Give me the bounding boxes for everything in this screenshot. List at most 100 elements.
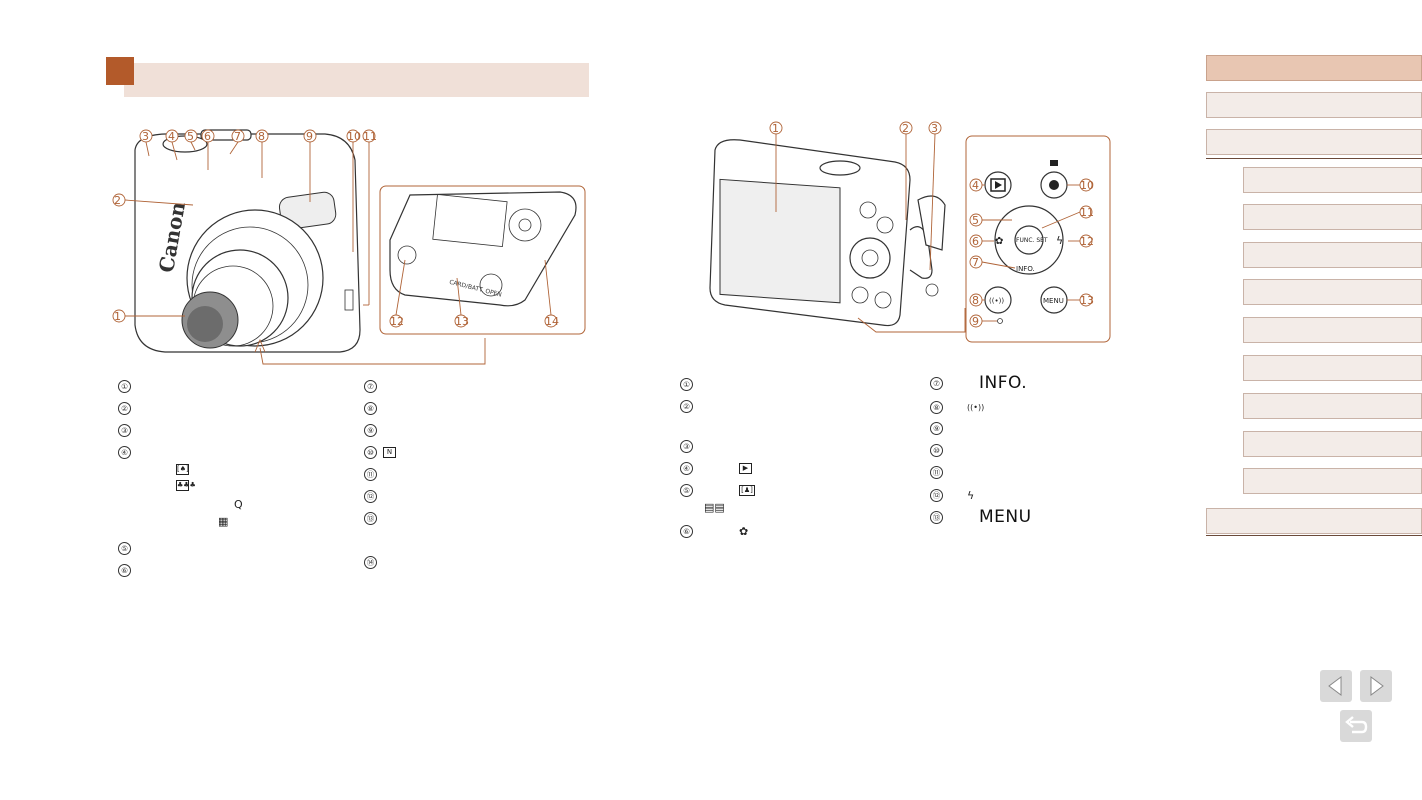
section-header: [106, 57, 589, 101]
legend-item: ⑥: [118, 564, 131, 577]
playback-icon: ▶: [739, 463, 752, 474]
panel-callout-7: 7: [969, 255, 1016, 269]
nav-subitem-4[interactable]: [1243, 279, 1422, 305]
panel-callout-6: 6: [969, 234, 994, 248]
svg-text:((•)): ((•)): [989, 297, 1004, 305]
magnify-icon: Q: [234, 498, 243, 511]
next-page-button[interactable]: [1360, 670, 1392, 702]
legend-item: ⑧: [364, 402, 377, 415]
nav-subitem-9[interactable]: [1243, 468, 1422, 494]
telephoto-icon: ♣♣♣: [176, 480, 196, 491]
svg-text:10: 10: [1080, 179, 1094, 192]
legend-item: ⑪: [930, 466, 943, 479]
nav-item-4[interactable]: [1206, 508, 1422, 534]
svg-text:4: 4: [972, 179, 979, 192]
svg-text:1: 1: [772, 122, 779, 135]
callout-11: 11: [362, 129, 377, 306]
legend-item: ④: [118, 446, 131, 459]
nav-subitem-6[interactable]: [1243, 355, 1422, 381]
svg-text:7: 7: [972, 256, 979, 269]
nav-subitem-2[interactable]: [1243, 204, 1422, 230]
bottom-view-inset: [379, 185, 586, 335]
svg-text:ϟ: ϟ: [1056, 234, 1063, 247]
svg-text:13: 13: [1080, 294, 1094, 307]
panel-callout-4: 4: [969, 178, 985, 192]
legend-item: ⑬: [364, 512, 377, 525]
back-button[interactable]: [1340, 710, 1372, 742]
legend-sub-item: ▦: [218, 514, 228, 529]
nav-subitem-3[interactable]: [1243, 242, 1422, 268]
flash-icon: ϟ: [967, 489, 975, 502]
legend-sub-item: [♠]: [176, 464, 189, 475]
svg-text:3: 3: [142, 130, 149, 143]
legend-item: ③: [680, 440, 693, 453]
movie-button-icon: [1040, 160, 1068, 199]
callout-8: 8: [255, 129, 269, 178]
callout-1: 1: [112, 309, 185, 323]
svg-text:1: 1: [114, 310, 121, 323]
legend-item: ⑤[♟]: [680, 484, 755, 497]
panel-callout-10: 10: [1067, 178, 1094, 192]
info-label: INFO.: [1016, 265, 1035, 273]
legend-sub-item: Q: [234, 497, 243, 512]
callout-12: 12: [389, 259, 406, 328]
legend-sub-item: ♣♣♣: [176, 480, 196, 491]
lcd-screen-icon: [719, 178, 841, 304]
svg-text:6: 6: [972, 235, 979, 248]
svg-text:8: 8: [258, 130, 265, 143]
return-icon: [1345, 716, 1368, 734]
callout-3: 3: [139, 129, 153, 157]
svg-text:11: 11: [363, 130, 377, 143]
legend-item: ⑥✿: [680, 524, 748, 539]
nav-item-3[interactable]: [1206, 129, 1422, 155]
nav-subitem-7[interactable]: [1243, 393, 1422, 419]
panel-callout-8: 8: [969, 293, 985, 307]
callout-4: 4: [165, 129, 179, 161]
legend-item: ④▶: [680, 462, 752, 475]
arrow-right-icon: [1370, 676, 1384, 696]
legend-item: ⑨: [364, 424, 377, 437]
svg-text:5: 5: [187, 130, 194, 143]
callout-7: 7: [229, 129, 245, 155]
nav-item-2[interactable]: [1206, 92, 1422, 118]
nav-subitem-5[interactable]: [1243, 317, 1422, 343]
legend-item: ②: [680, 400, 693, 413]
nav-subitem-8[interactable]: [1243, 431, 1422, 457]
rear-callout-3: 3: [928, 121, 942, 271]
svg-text:4: 4: [168, 130, 175, 143]
section-header-bar: [124, 63, 589, 97]
callout-2: 2: [112, 193, 194, 207]
legend-item: ①: [118, 380, 131, 393]
func-set-label: FUNC. SET: [1016, 237, 1048, 244]
auto-mode-icon: [♟]: [739, 485, 755, 496]
nav-subitem-1[interactable]: [1243, 167, 1422, 193]
svg-text:14: 14: [545, 315, 559, 328]
svg-text:10: 10: [347, 130, 361, 143]
legend-item: ⑦: [364, 380, 377, 393]
section-marker: [106, 57, 134, 85]
svg-text:8: 8: [972, 294, 979, 307]
arrow-left-icon: [1328, 676, 1342, 696]
prev-page-button[interactable]: [1320, 670, 1352, 702]
wifi-button-icon: ((•)): [984, 286, 1012, 314]
panel-callout-13: 13: [1067, 293, 1094, 307]
nav-item-1[interactable]: [1206, 55, 1422, 81]
callout-14: 14: [544, 259, 559, 328]
callout-10: 10: [346, 129, 361, 252]
hybrid-auto-icon: ▤▤: [704, 501, 725, 514]
svg-text:3: 3: [931, 122, 938, 135]
svg-text:12: 12: [1080, 235, 1094, 248]
legend-item: ⑪: [364, 468, 377, 481]
bracket-line: [259, 338, 486, 365]
legend-item: ⑨: [930, 422, 943, 435]
svg-text:9: 9: [972, 315, 979, 328]
rear-callout-1: 1: [769, 121, 783, 212]
legend-item: ⑫: [364, 490, 377, 503]
svg-text:11: 11: [1080, 206, 1094, 219]
panel-callout-11: 11: [1041, 205, 1094, 229]
